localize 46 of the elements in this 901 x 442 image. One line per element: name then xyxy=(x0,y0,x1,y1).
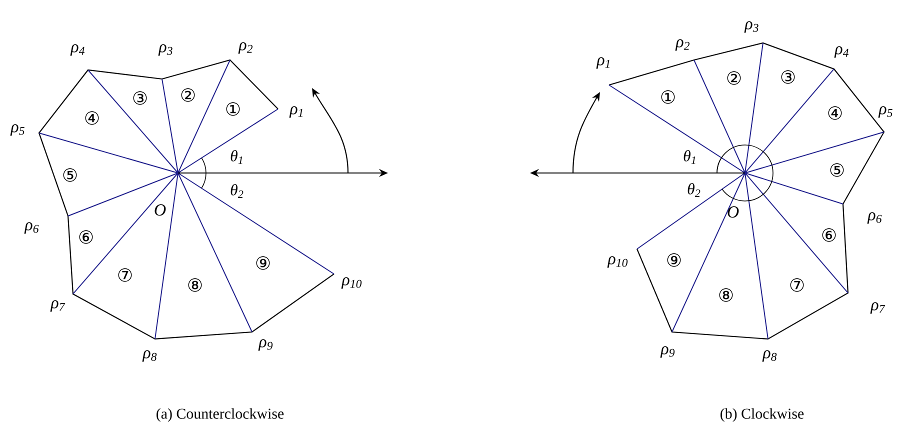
vertex-label: ρ$_{4}$ xyxy=(70,44,85,56)
sector-number: ⑨ xyxy=(256,256,270,270)
vertex-label: ρ$_{9}$ xyxy=(258,339,273,351)
sector-number: ⑥ xyxy=(822,228,836,242)
vertex-label: ρ$_{3}$ xyxy=(744,21,758,33)
angle-label: θ$_{1}$ xyxy=(684,150,696,164)
vertex-label: ρ$_{10}$ xyxy=(341,277,362,289)
sector-number: ④ xyxy=(85,111,99,125)
origin-label: O xyxy=(154,204,166,216)
sector-number: ① xyxy=(226,102,240,116)
sector-number: ③ xyxy=(133,91,147,105)
sector-number: ⑨ xyxy=(667,253,681,267)
sector-number: ⑥ xyxy=(79,230,93,244)
vertex-label: ρ$_{8}$ xyxy=(762,350,777,362)
vertex-label: ρ$_{4}$ xyxy=(834,46,848,58)
caption: (a) Counterclockwise xyxy=(156,408,284,422)
vertex-label: ρ$_{7}$ xyxy=(870,302,886,314)
sector-number: ⑤ xyxy=(830,163,844,177)
caption: (b) Clockwise xyxy=(720,408,804,422)
vertex-label: ρ$_{6}$ xyxy=(867,212,882,224)
sector-number: ② xyxy=(727,71,741,85)
sector-number: ② xyxy=(181,88,195,102)
vertex-label: ρ$_{8}$ xyxy=(142,350,157,362)
angle-label: θ$_{1}$ xyxy=(230,150,242,164)
vertex-label: ρ$_{5}$ xyxy=(878,106,892,118)
vertex-label: ρ$_{7}$ xyxy=(50,300,66,312)
vertex-label: ρ$_{10}$ xyxy=(607,256,628,268)
sector-number: ⑤ xyxy=(63,168,77,182)
sector-number: ⑧ xyxy=(719,288,733,302)
sector-number: ⑧ xyxy=(188,278,202,292)
vertex-label: ρ$_{1}$ xyxy=(596,57,610,69)
sector-number: ⑦ xyxy=(118,268,132,282)
sector-number: ① xyxy=(661,90,675,104)
sector-number: ③ xyxy=(781,70,795,84)
vertex-label: ρ$_{9}$ xyxy=(660,346,675,358)
vertex-label: ρ$_{2}$ xyxy=(238,42,253,54)
sector-number: ⑦ xyxy=(790,278,804,292)
origin-label: O xyxy=(728,206,739,218)
angle-label: θ$_{2}$ xyxy=(688,183,700,197)
vertex-label: ρ$_{3}$ xyxy=(158,44,172,56)
vertex-label: ρ$_{6}$ xyxy=(24,222,39,234)
vertex-label: ρ$_{2}$ xyxy=(675,39,690,51)
vertex-label: ρ$_{1}$ xyxy=(289,106,303,118)
sector-number: ④ xyxy=(828,106,842,120)
angle-label: θ$_{2}$ xyxy=(230,184,244,198)
vertex-label: ρ$_{5}$ xyxy=(10,124,24,136)
